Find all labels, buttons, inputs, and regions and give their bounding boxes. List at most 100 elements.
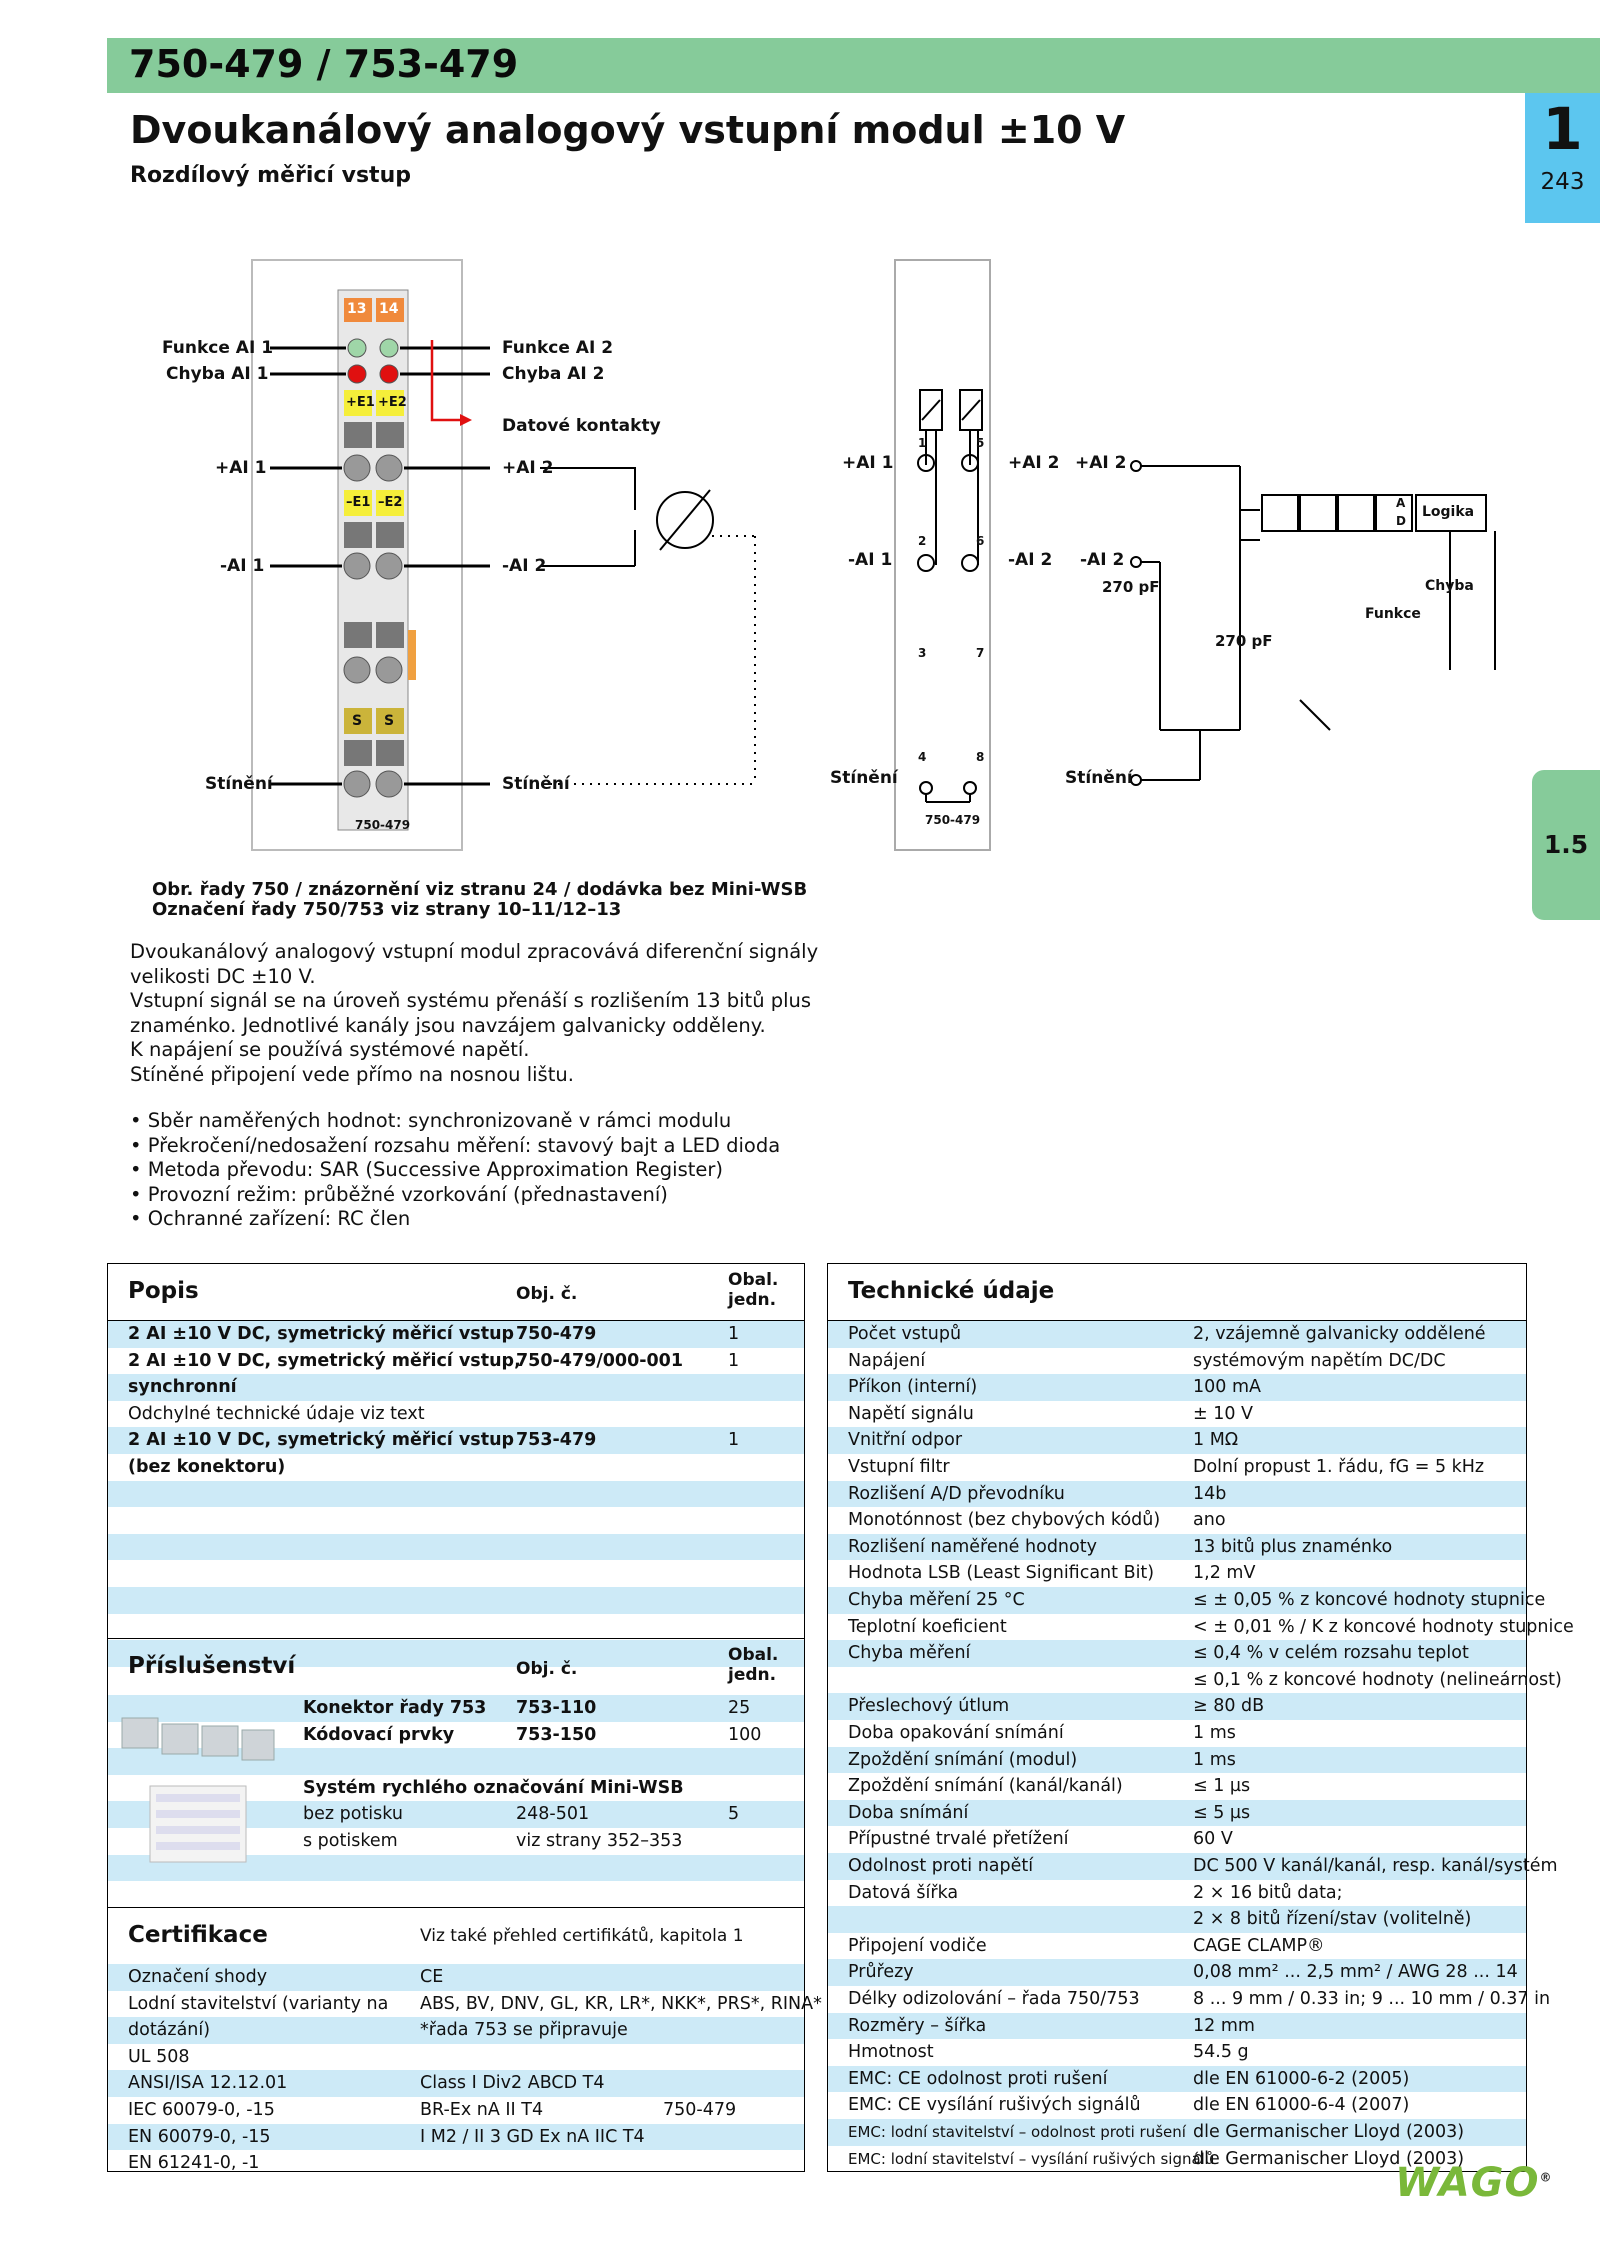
tech-value: dle EN 61000-6-2 (2005): [1193, 2068, 1410, 2089]
tech-value: ano: [1193, 1510, 1226, 1531]
mark-minus-e1: –E1: [346, 495, 371, 510]
tech-value: DC 500 V kanál/kanál, resp. kanál/systém: [1193, 1856, 1558, 1876]
tech-parameter: Teplotní koeficient: [848, 1616, 1007, 1637]
chapter-tab[interactable]: 1 243: [1525, 93, 1600, 223]
empty-row: [108, 1533, 804, 1561]
module-drawing: [251, 259, 756, 851]
pin-1: 1: [918, 436, 927, 450]
pin-8: 8: [976, 750, 985, 764]
label-stineni-right: Stínění: [502, 774, 570, 794]
popis-order-number: 750-479: [516, 1324, 597, 1344]
mark-plus-e1: +E1: [346, 395, 375, 410]
section-tab[interactable]: 1.5: [1532, 770, 1600, 920]
table-row: Zpoždění snímání (modul)1 ms: [828, 1746, 1526, 1774]
ordering-table: Popis Obj. č. Obal.jedn. 2 AI ±10 V DC, …: [107, 1263, 822, 2173]
tech-parameter: Rozměry – šířka: [848, 2015, 987, 2036]
tech-parameter: Rozlišení naměřené hodnoty: [848, 1536, 1097, 1557]
label-funkce-ai1: Funkce AI 1: [162, 338, 274, 358]
tech-parameter: Hmotnost: [848, 2042, 934, 2063]
figure-caption: Obr. řady 750 / znázornění viz stranu 24…: [152, 880, 807, 920]
tech-value: 12 mm: [1193, 2015, 1255, 2036]
table-row: Rozlišení A/D převodníku 14b: [828, 1480, 1526, 1508]
table-row: Systém rychlého označování Mini-WSB: [108, 1775, 804, 1802]
page-number: 243: [1540, 169, 1585, 195]
pin-3: 3: [918, 646, 927, 660]
tech-value: 2 × 8 bitů řízení/stav (volitelně): [1193, 1909, 1472, 1930]
label-minus-ai1: -AI 1: [220, 556, 265, 576]
description: Dvoukanálový analogový vstupní modul zpr…: [130, 940, 830, 1087]
adc-d-label: D: [1396, 514, 1406, 528]
cert-value: I M2 / II 3 GD Ex nA IIC T4: [420, 2126, 645, 2147]
chapter-number: 1: [1542, 95, 1583, 163]
tech-parameter: Vnitřní odpor: [848, 1430, 963, 1451]
tech-parameter: Hodnota LSB (Least Significant Bit): [848, 1563, 1155, 1584]
cap-2-label: 270 pF: [1215, 632, 1273, 650]
sch-minus-ai1: -AI 1: [848, 550, 893, 570]
table-row: dotázání)*řada 753 se připravuje: [108, 2017, 804, 2044]
tech-value: dle Germanischer Lloyd (2003): [1193, 2148, 1465, 2169]
cert-standard: EN 61241-0, -1: [128, 2153, 260, 2174]
tech-parameter: Přeslechový útlum: [848, 1696, 1010, 1717]
popis-order-number: 750-479/000-001: [516, 1350, 684, 1371]
adc-a-label: A: [1396, 496, 1406, 510]
section-number: 1.5: [1543, 830, 1589, 859]
tech-parameter: Příkon (interní): [848, 1377, 978, 1398]
tech-parameter: EMC: lodní stavitelství – vysílání rušiv…: [848, 2149, 1215, 2168]
cap-1-label: 270 pF: [1102, 578, 1160, 596]
table-row: Přeslechový útlum ≥ 80 dB: [828, 1693, 1526, 1720]
tech-value: 14b: [1193, 1483, 1227, 1504]
accessory-pack-unit: 100: [728, 1724, 762, 1745]
table-row: Monotónnost (bez chybových kódů)ano: [828, 1507, 1526, 1534]
cert-standard: Označení shody: [128, 1967, 268, 1987]
pin-6: 6: [976, 534, 985, 548]
table-row: EMC: lodní stavitelství – odolnost proti…: [828, 2119, 1526, 2146]
accessory-order-number: 248-501: [516, 1804, 590, 1825]
table-row: Odchylné technické údaje viz text: [108, 1401, 804, 1428]
pin-4: 4: [918, 750, 927, 764]
label-plus-ai2: +AI 2: [502, 458, 554, 478]
table-row: Příkon (interní)100 mA: [828, 1374, 1526, 1401]
empty-row: [108, 1507, 804, 1534]
table-row: UL 508: [108, 2044, 804, 2071]
prislusenstvi-title: Příslušenství: [128, 1653, 296, 1679]
table-row: ≤ 0,1 % z koncové hodnoty (nelineárnost): [828, 1667, 1562, 1694]
tech-parameter: Zpoždění snímání (modul): [848, 1749, 1078, 1770]
sch-stineni-left: Stínění: [830, 768, 898, 788]
tech-parameter: Připojení vodiče: [848, 1935, 987, 1956]
empty-row: [108, 1640, 804, 1667]
tech-value: 8 ... 9 mm / 0.33 in; 9 ... 10 mm / 0.37…: [1193, 1989, 1551, 2009]
tech-parameter: Rozlišení A/D převodníku: [848, 1483, 1065, 1504]
label-stineni-left: Stínění: [205, 774, 273, 794]
table-row: Chyba měření 25 °C≤ ± 0,05 % z koncové h…: [828, 1587, 1545, 1614]
tech-value: 1,2 mV: [1193, 1563, 1256, 1584]
mark-s-2: S: [384, 713, 395, 729]
tech-value: 2 × 16 bitů data;: [1193, 1882, 1343, 1903]
description-line: Vstupní signál se na úroveň systému přen…: [130, 989, 812, 1012]
tech-parameter: Průřezy: [848, 1962, 914, 1983]
sch-minus-ai2-a: -AI 2: [1008, 550, 1053, 570]
description-line: znaménko. Jednotlivé kanály jsou navzáje…: [130, 1013, 766, 1037]
module-name-right: 750-479: [925, 813, 981, 827]
tech-value: dle Germanischer Lloyd (2003): [1193, 2122, 1465, 2142]
funkce-label: Funkce: [1365, 606, 1421, 622]
tech-value: ≥ 80 dB: [1193, 1696, 1265, 1717]
tech-parameter: Napájení: [848, 1350, 926, 1371]
page-title: Dvoukanálový analogový vstupní modul ±10…: [130, 108, 1126, 152]
table-row: Rozměry – šířka 12 mm: [828, 2012, 1526, 2040]
popis-description: 2 AI ±10 V DC, symetrický měřicí vstup,: [128, 1350, 521, 1371]
tech-parameter: Počet vstupů: [848, 1324, 962, 1344]
